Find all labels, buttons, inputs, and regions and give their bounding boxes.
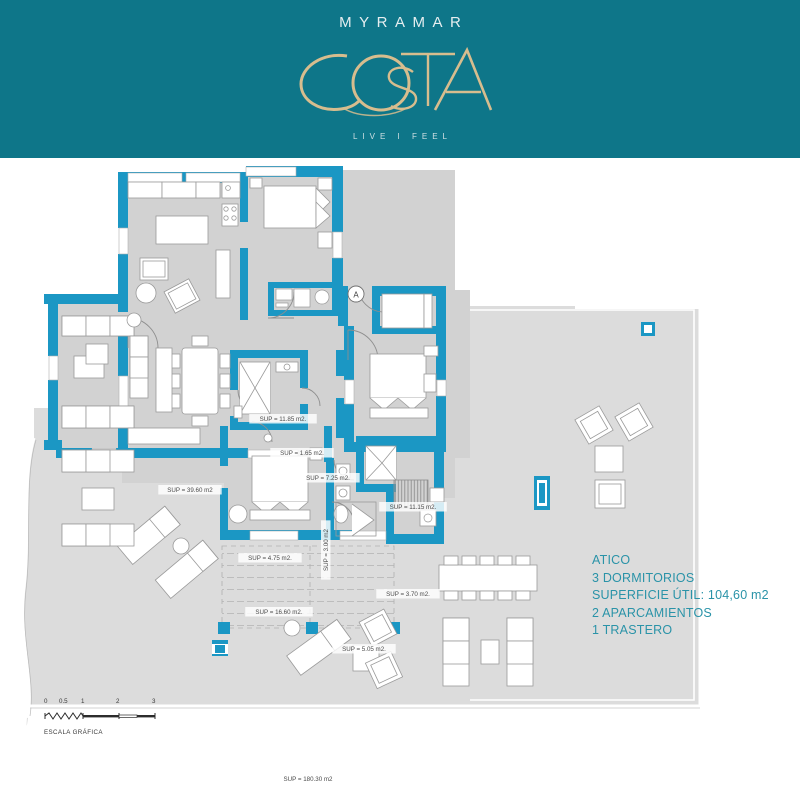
room-label-closet: SUP = 3.00 m2: [321, 520, 331, 580]
furniture-entry-room: [381, 293, 433, 329]
scale-tick-0: 0: [44, 698, 48, 705]
room-label-bg: [270, 448, 334, 458]
room-label-bg: [274, 774, 342, 784]
graphic-scale-bar: 0 0.5 1 2 3 ESCALA GRÁFICA: [44, 698, 194, 736]
brand-wordmark-costa: [0, 36, 800, 118]
brand-banner: MYRAMAR LIVE I FEE: [0, 0, 800, 158]
room-label-text: SUP = 3.00 m2: [323, 528, 330, 571]
room-label-text: SUP = 3.70 m2.: [386, 591, 430, 598]
terrace-furniture-left-upper: [61, 449, 135, 547]
room-label-hall: SUP = 7.25 m2.: [296, 473, 360, 483]
info-line-area: SUPERFICIE ÚTIL: 104,60 m2: [592, 588, 769, 602]
terrace-dining-table: [438, 555, 538, 601]
floorplan-svg: A SUP = 39.60 m2 SUP = 11.85 m2. SUP = 1.6…: [21, 166, 703, 784]
room-label-text: SUP = 180.30 m2: [284, 776, 333, 783]
room-label-text: SUP = 11.15 m2.: [390, 504, 437, 511]
room-label-bathroom-1: SUP = 4.75 m2.: [238, 553, 302, 563]
room-label-bedroom-3: SUP = 11.15 m2.: [379, 502, 447, 512]
room-label-bg: [238, 553, 302, 563]
room-label-text: SUP = 11.85 m2.: [260, 416, 307, 423]
terrace-lounge-chairs-right: [574, 402, 654, 509]
room-label-bedroom-2: SUP = 11.85 m2.: [249, 414, 317, 424]
room-label-living-dining: SUP = 39.60 m2: [158, 485, 222, 495]
brand-tagline: LIVE I FEEL: [352, 132, 453, 141]
scale-caption: ESCALA GRÁFICA: [44, 729, 103, 736]
terrace-lounger-bottom: [283, 618, 352, 676]
furniture-bedroom3: [369, 345, 439, 419]
room-label-text: SUP = 7.25 m2.: [306, 475, 350, 482]
room-label-text: SUP = 16.60 m2.: [255, 609, 302, 616]
scale-tick-1: 1: [81, 698, 85, 705]
room-label-bg: [321, 520, 331, 580]
terrace-sofa-set: [442, 617, 534, 687]
fixtures-bath1: [233, 361, 299, 419]
scale-bar-graphic: [44, 712, 156, 720]
scale-tick-labels: 0 0.5 1 2 3: [44, 698, 194, 708]
door-marker-a-label: A: [353, 291, 359, 300]
room-label-terrace: SUP = 180.30 m2: [274, 774, 342, 784]
furniture-bedroom2: [249, 177, 333, 249]
costa-logo-svg: [299, 46, 493, 117]
room-label-bg: [332, 644, 396, 654]
room-label-text: SUP = 4.75 m2.: [248, 555, 292, 562]
room-label-bg: [249, 414, 317, 424]
fixtures-bath2: [275, 288, 330, 308]
room-label-bg: [376, 589, 440, 599]
info-line-bedrooms: 3 DORMITORIOS: [592, 570, 695, 585]
apartment-info-block: ATICO 3 DORMITORIOS SUPERFICIE ÚTIL: 104…: [592, 552, 792, 640]
room-label-text: SUP = 1.65 m2.: [280, 450, 324, 457]
brand-banner-inner: MYRAMAR LIVE I FEE: [0, 0, 800, 158]
room-area-labels: SUP = 39.60 m2 SUP = 11.85 m2. SUP = 1.65 …: [158, 414, 447, 784]
scale-tick-2: 2: [116, 698, 120, 705]
info-line-type: ATICO: [592, 553, 631, 567]
scale-tick-0-5: 0.5: [59, 698, 68, 705]
room-label-bg: [158, 485, 222, 495]
floorplan-canvas: A SUP = 39.60 m2 SUP = 11.85 m2. SUP = 1.6…: [0, 158, 800, 800]
brand-name-myramar: MYRAMAR: [339, 14, 469, 31]
room-label-text: SUP = 39.60 m2: [167, 487, 213, 494]
furniture-living: [61, 181, 241, 445]
door-marker-a: A: [347, 285, 365, 303]
scale-tick-3: 3: [152, 698, 156, 705]
terrace-lounge-chairs-bottom: [352, 608, 404, 690]
room-label-bathroom-2: SUP = 1.65 m2.: [270, 448, 334, 458]
info-line-parking: 2 APARCAMIENTOS: [592, 605, 712, 620]
room-label-bg: [245, 607, 313, 617]
room-label-master-bedroom: SUP = 16.60 m2.: [245, 607, 313, 617]
info-line-storage: 1 TRASTERO: [592, 623, 673, 637]
room-label-bg: [296, 473, 360, 483]
fixtures-master-bath: [333, 445, 397, 537]
room-label-bathroom-3: SUP = 3.70 m2.: [376, 589, 440, 599]
room-label-bg: [379, 502, 447, 512]
room-label-bathroom-master: SUP = 5.05 m2.: [332, 644, 396, 654]
room-label-text: SUP = 5.05 m2.: [342, 646, 386, 653]
terrace-loungers-left: [116, 505, 219, 600]
